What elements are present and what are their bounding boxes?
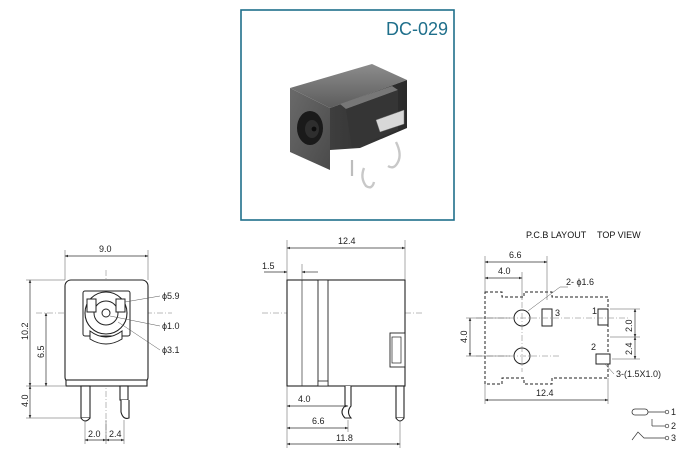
dim-pitch-a: 2.0 [88,429,101,439]
front-view: 9.0 10.2 6.5 4.0 2.0 2.4 ϕ5.9 ϕ1.0 ϕ3.1 [20,244,180,444]
model-title: DC-029 [386,19,448,39]
svg-text:ϕ1.0: ϕ1.0 [162,321,180,331]
svg-text:1: 1 [592,306,597,316]
dim-center-height: 6.5 [36,345,46,358]
dim-height: 10.2 [20,322,30,340]
pcb-dim-40-left: 4.0 [459,330,469,343]
pcb-layout: P.C.B LAYOUT TOP VIEW 3 1 2 6.6 4.0 2- ϕ… [459,230,661,404]
pcb-dim-24: 2.4 [624,342,634,355]
svg-text:ϕ5.9: ϕ5.9 [162,291,180,301]
side-view: 12.4 1.5 4.0 6.6 11.8 [262,236,424,448]
svg-text:ϕ3.1: ϕ3.1 [162,345,180,355]
pcb-holes-label: 2- ϕ1.6 [566,277,594,287]
outer-circle [84,291,128,335]
pcb-dim-40-top: 4.0 [498,266,511,276]
pcb-slots-label: 3-(1.5X1.0) [616,369,661,379]
product-photo-frame: DC-029 [240,9,455,221]
dim-pitch-b: 2.4 [109,429,122,439]
pcb-dim-124: 12.4 [536,388,554,398]
dim-pin-spacing: 6.6 [312,416,325,426]
schematic-symbol: 1 2 3 [631,407,676,443]
dia-outer: 5.9 [167,291,180,301]
front-pin-left [80,385,91,419]
side-body [286,279,406,387]
schematic-pin-2: 2 [671,421,676,431]
pcb-title: P.C.B LAYOUT [526,230,587,240]
dim-body-length: 11.8 [336,433,353,443]
pcb-dim-66: 6.6 [509,250,522,260]
dia-pin: 1.0 [167,321,180,331]
connector-render [290,64,407,189]
pcb-slot-2 [595,353,611,365]
front-body [64,279,149,384]
schematic-pin-1: 1 [671,407,676,417]
dim-side-length: 12.4 [338,236,356,246]
schematic-pin-3: 3 [671,433,676,443]
dia-mid: 3.1 [167,345,180,355]
pcb-subtitle: TOP VIEW [597,230,641,240]
svg-text:3: 3 [555,308,560,318]
dim-pin-length: 4.0 [20,394,30,407]
svg-text:2: 2 [591,342,596,352]
pcb-slot-1 [597,308,609,326]
dim-front-flange: 1.5 [262,261,275,271]
pcb-dim-20: 2.0 [624,319,634,332]
dim-width: 9.0 [99,244,112,254]
pcb-slot-3 [541,308,553,327]
dim-pin-offset: 4.0 [298,394,311,404]
pcb-outline [484,291,609,385]
